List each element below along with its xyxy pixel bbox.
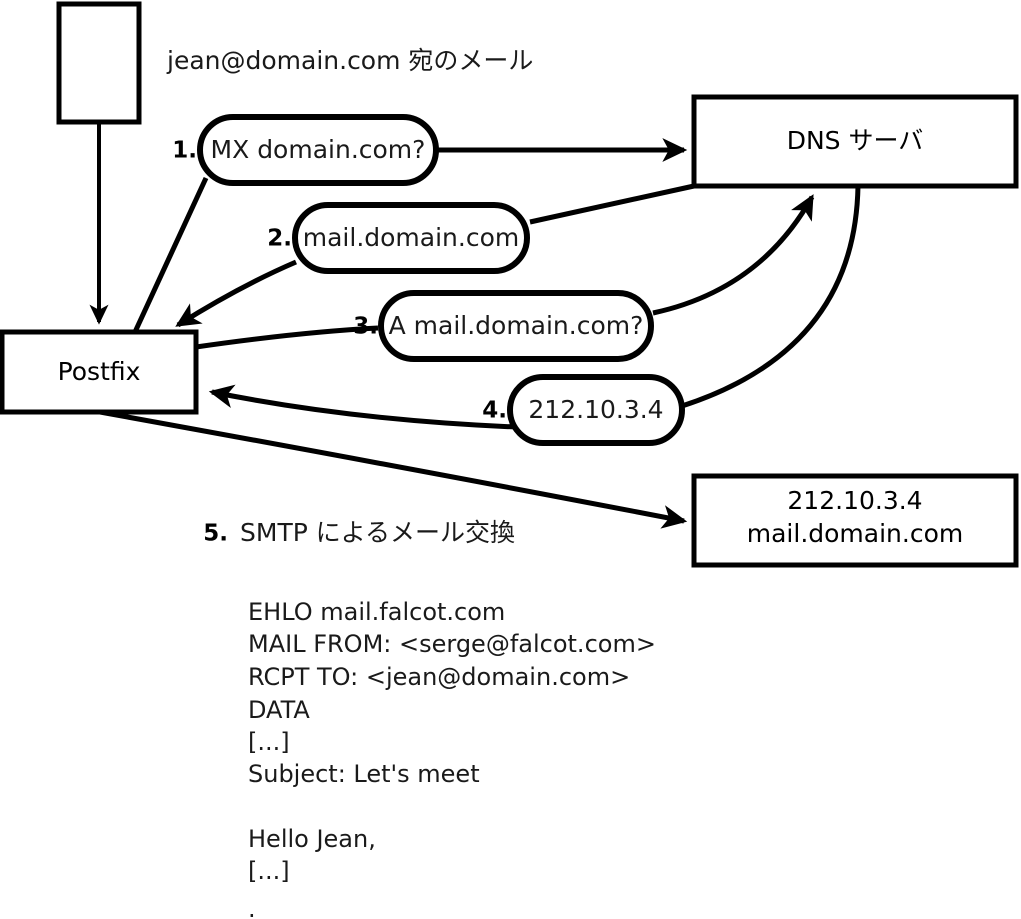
smtp-line-1: MAIL FROM: <serge@falcot.com>: [248, 630, 656, 658]
smtp-line-9: .: [248, 895, 256, 919]
smtp-line-8: [...]: [248, 857, 290, 885]
pill-step-3: [378, 290, 654, 362]
smtp-line-2: RCPT TO: <jean@domain.com>: [248, 663, 630, 691]
pill-step-2: [292, 202, 530, 274]
pill-step-1: [197, 114, 439, 186]
pill-step-3-label: A mail.domain.com?: [389, 311, 644, 340]
node-postfix-box: [0, 329, 199, 415]
node-client-box: [56, 1, 142, 125]
smtp-line-3: DATA: [248, 696, 310, 724]
step-5-label: SMTP によるメール交換: [240, 518, 515, 547]
edge-a-query-to-dns: [652, 194, 815, 316]
pill-step-4: [507, 374, 685, 446]
diagram-title-text: jean@domain.com 宛のメール: [166, 46, 533, 75]
step-number-5: 5.: [203, 521, 228, 547]
smtp-line-4: [...]: [248, 728, 290, 756]
edge-dns-to-mx-answer: [529, 183, 695, 225]
edge-mx-answer-to-postfix: [175, 259, 297, 328]
pill-step-2-label: mail.domain.com: [303, 223, 519, 252]
edge-dns-to-a-answer: [681, 185, 861, 409]
edge-postfix-to-mailserver-smtp: [99, 409, 688, 529]
smtp-line-7: Hello Jean,: [248, 825, 376, 853]
pill-step-4-label: 212.10.3.4: [528, 395, 663, 424]
node-dns-box: [691, 94, 1019, 189]
node-postfix-label: Postfix: [58, 357, 141, 386]
node-mailserver-label-host: mail.domain.com: [747, 519, 963, 548]
step-number-4: 4.: [482, 398, 507, 424]
node-mailserver-label-ip: 212.10.3.4: [787, 486, 922, 515]
edge-postfix-to-mx-query: [132, 176, 209, 334]
smtp-line-5: Subject: Let's meet: [248, 760, 480, 788]
pill-step-1-label: MX domain.com?: [211, 135, 426, 164]
edge-postfix-to-a-query: [195, 325, 379, 350]
smtp-line-0: EHLO mail.falcot.com: [248, 598, 505, 626]
node-dns-label: DNS サーバ: [787, 126, 924, 155]
step-number-1: 1.: [172, 138, 197, 164]
node-mailserver-box: [691, 473, 1019, 568]
step-number-3: 3.: [353, 314, 378, 340]
edge-a-answer-to-postfix: [208, 384, 517, 430]
step-number-2: 2.: [267, 226, 292, 252]
